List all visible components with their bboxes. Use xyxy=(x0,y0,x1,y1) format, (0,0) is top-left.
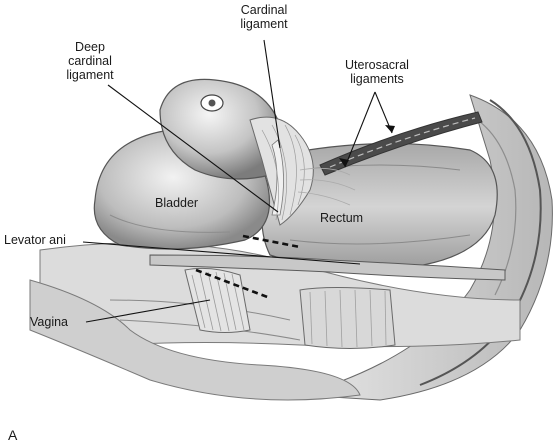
arrowhead-b xyxy=(385,125,395,133)
label-deep-line2: cardinal xyxy=(68,54,112,68)
sacrum-band xyxy=(419,99,542,386)
label-rectum: Rectum xyxy=(320,211,364,225)
leader-cardinal xyxy=(263,39,281,149)
label-cardinal-line2: ligament xyxy=(240,17,288,31)
uterosacral-band xyxy=(319,111,483,176)
leader-deep-cardinal xyxy=(107,84,279,213)
arrowhead-a xyxy=(339,158,349,167)
label-bladder: Bladder xyxy=(155,196,199,210)
panel-letter: A xyxy=(8,427,18,443)
label-uterosacral-line1: Uterosacral xyxy=(345,58,409,72)
lower-muscle-block xyxy=(299,287,396,349)
label-cardinal-line1: Cardinal xyxy=(240,3,288,17)
lower-tissue xyxy=(29,279,361,401)
label-deep-line1: Deep xyxy=(75,40,105,54)
label-deep-cardinal-ligament: Deep cardinal ligament xyxy=(60,40,120,82)
label-deep-line3: ligament xyxy=(66,68,114,82)
label-vagina: Vagina xyxy=(30,315,68,329)
label-uterosacral-ligaments: Uterosacral ligaments xyxy=(327,58,427,86)
leader-uterosacral-a xyxy=(344,91,376,168)
levator-ani-shape xyxy=(149,254,506,281)
leader-vagina xyxy=(85,299,211,323)
label-levator-ani: Levator ani xyxy=(4,233,66,247)
dashed-line-lower xyxy=(195,268,271,300)
leader-levator xyxy=(82,241,361,265)
rectum-shape xyxy=(261,142,498,271)
label-uterosacral-line2: ligaments xyxy=(350,72,404,86)
label-cardinal-ligament: Cardinal ligament xyxy=(229,3,299,31)
